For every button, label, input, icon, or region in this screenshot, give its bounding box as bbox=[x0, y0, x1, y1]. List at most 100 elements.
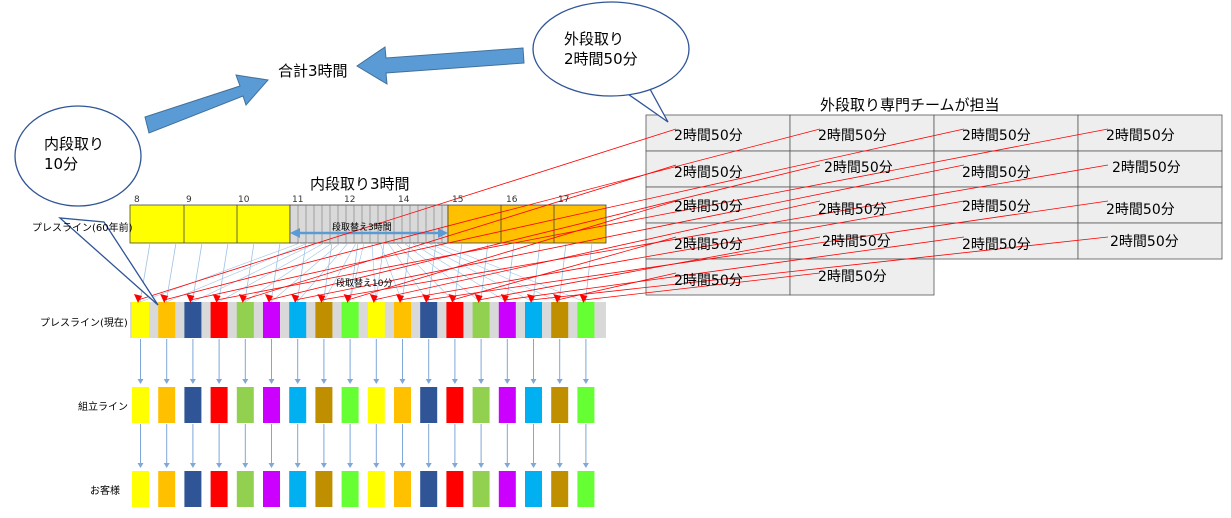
down-arrow-head bbox=[425, 379, 432, 384]
press-block bbox=[184, 302, 202, 338]
changeover-3h-label: 段取替え3時間 bbox=[332, 223, 392, 233]
down-arrow-head bbox=[556, 379, 563, 384]
assembly-block bbox=[420, 387, 438, 423]
down-arrow-head bbox=[530, 463, 537, 468]
team-cell-text: 2時間50分 bbox=[674, 272, 743, 289]
red-line bbox=[557, 272, 677, 301]
assembly-line-label: 組立ライン bbox=[78, 402, 128, 413]
customer-block bbox=[525, 471, 542, 507]
fan-lines bbox=[139, 242, 593, 303]
team-cell-text: 2時間50分 bbox=[1112, 160, 1181, 176]
red-arrowhead bbox=[291, 294, 300, 303]
red-line bbox=[583, 272, 821, 301]
assembly-block bbox=[394, 387, 411, 423]
fan-line bbox=[419, 242, 534, 303]
team-cell-text: 2時間50分 bbox=[962, 199, 1031, 216]
press-block bbox=[551, 302, 569, 338]
red-arrowhead bbox=[553, 294, 562, 303]
customer-block bbox=[446, 471, 464, 507]
down-arrow-head bbox=[242, 463, 249, 468]
down-arrow-head bbox=[399, 379, 406, 384]
press-now-blocks bbox=[132, 302, 595, 338]
team-cell bbox=[645, 150, 791, 188]
red-arrowhead bbox=[422, 294, 431, 303]
down-arrow-head bbox=[189, 379, 196, 384]
team-title: 外段取り専門チームが担当 bbox=[820, 96, 1000, 114]
right-left-arrow bbox=[356, 46, 525, 85]
red-arrowhead bbox=[134, 294, 142, 303]
red-line bbox=[426, 200, 1109, 301]
down-arrow-head bbox=[582, 463, 589, 468]
press-block bbox=[289, 302, 307, 338]
fan-line bbox=[585, 242, 593, 303]
red-line bbox=[190, 128, 965, 301]
assembly-block bbox=[446, 387, 464, 423]
red-arrowhead bbox=[500, 294, 509, 303]
down-arrow-head bbox=[268, 379, 275, 384]
fan-line bbox=[244, 242, 255, 303]
red-line bbox=[373, 200, 821, 301]
fan-line bbox=[192, 242, 203, 303]
customer-block bbox=[394, 471, 411, 507]
assembly-block bbox=[472, 387, 490, 423]
down-arrow-head bbox=[399, 463, 406, 468]
hour-tick-label: 12 bbox=[344, 195, 356, 205]
customer-block bbox=[498, 471, 516, 507]
assembly-block bbox=[263, 387, 280, 423]
team-cell-text: 2時間50分 bbox=[822, 234, 891, 250]
press-block bbox=[263, 302, 280, 338]
fan-line bbox=[323, 242, 333, 303]
left-up-arrow bbox=[144, 74, 269, 134]
press-block bbox=[132, 302, 149, 338]
press-block bbox=[420, 302, 438, 338]
internal-bubble-text: 内段取り 10分 bbox=[44, 135, 105, 173]
team-cell-text: 2時間50分 bbox=[674, 199, 743, 216]
fan-line bbox=[296, 242, 349, 303]
fan-line bbox=[270, 242, 341, 303]
hour-tick-label: 8 bbox=[134, 195, 140, 205]
customer-block bbox=[158, 471, 176, 507]
fan-line bbox=[270, 242, 281, 303]
red-line bbox=[295, 164, 965, 301]
hour-tick-label: 15 bbox=[452, 195, 464, 205]
red-line bbox=[164, 128, 821, 301]
customer-block bbox=[420, 471, 438, 507]
down-arrow-head bbox=[216, 463, 223, 468]
old-orange-segment bbox=[447, 204, 607, 244]
team-cell-text: 2時間50分 bbox=[674, 236, 743, 253]
press-block bbox=[498, 302, 516, 338]
customer-label: お客様 bbox=[90, 486, 120, 497]
fan-line bbox=[349, 242, 365, 303]
internal-bubble bbox=[14, 105, 159, 306]
press-block bbox=[210, 302, 228, 338]
team-cell-text: 2時間50分 bbox=[962, 236, 1031, 253]
hour-tick-label: 14 bbox=[398, 195, 410, 205]
red-arrowhead bbox=[317, 294, 326, 303]
team-cell-text: 2時間50分 bbox=[1106, 128, 1175, 144]
fan-line bbox=[379, 242, 403, 303]
red-line bbox=[530, 236, 1109, 301]
fan-line bbox=[218, 242, 325, 303]
team-cell-text: 2時間50分 bbox=[824, 160, 893, 176]
red-line bbox=[321, 164, 1109, 301]
customer-block bbox=[210, 471, 228, 507]
red-arrowhead bbox=[265, 294, 273, 303]
down-arrow-head bbox=[478, 463, 485, 468]
red-arrowhead bbox=[396, 294, 404, 303]
assembly-block bbox=[184, 387, 202, 423]
press-block bbox=[236, 302, 254, 338]
red-line bbox=[216, 128, 1109, 301]
press-block bbox=[394, 302, 411, 338]
customer-block bbox=[184, 471, 202, 507]
down-arrow-head bbox=[478, 379, 485, 384]
down-arrow-head bbox=[373, 463, 380, 468]
team-cell bbox=[1077, 150, 1223, 188]
down-arrow-head bbox=[163, 463, 170, 468]
down-arrow-head bbox=[163, 379, 170, 384]
team-cell bbox=[1077, 186, 1223, 224]
team-cell bbox=[789, 258, 935, 296]
customer-block bbox=[289, 471, 307, 507]
assembly-block bbox=[158, 387, 176, 423]
red-line bbox=[452, 236, 677, 301]
down-arrow-head bbox=[373, 379, 380, 384]
